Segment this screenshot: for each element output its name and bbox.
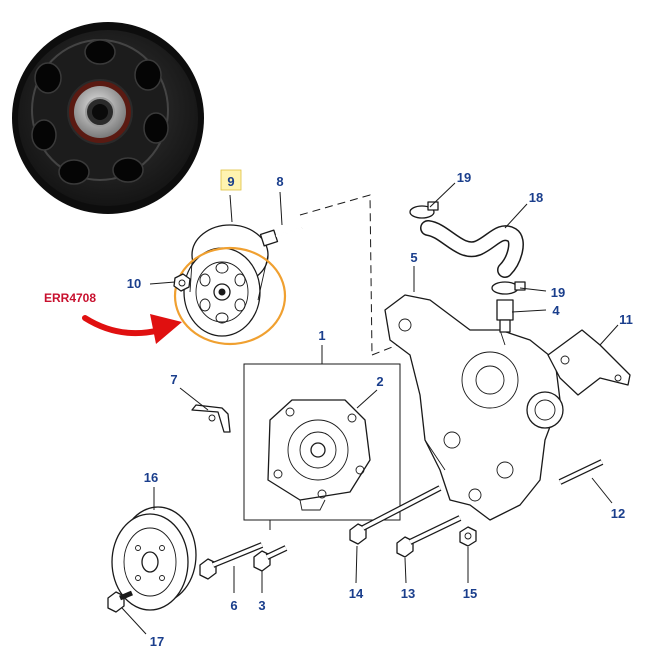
callout-11: 11 [619, 312, 633, 327]
callout-3: 3 [258, 598, 265, 613]
clamp-19-bottom [491, 281, 526, 295]
callout-1: 1 [318, 328, 325, 343]
idler-pulley-photo [12, 22, 204, 214]
callout-15: 15 [463, 586, 477, 601]
red-arrow [82, 314, 182, 344]
leader-lines [121, 182, 619, 635]
assembly-guide-lines [299, 194, 411, 356]
stud-12 [558, 459, 604, 485]
callout-16: 16 [144, 470, 158, 485]
callout-12: 12 [611, 506, 625, 521]
bolt-3 [253, 545, 288, 572]
water-pump-box [243, 363, 401, 530]
callout-18: 18 [529, 190, 543, 205]
bolt-17 [107, 590, 133, 613]
bolt-13 [396, 515, 462, 558]
callout-17: 17 [150, 634, 164, 649]
fitting-4 [496, 299, 514, 333]
callout-10: 10 [127, 276, 141, 291]
bolt-14 [349, 485, 442, 545]
crank-pulley-16 [111, 506, 197, 611]
callout-14: 14 [349, 586, 364, 601]
callout-9: 9 [227, 174, 234, 189]
bracket-7 [191, 404, 231, 433]
hose-18 [420, 220, 524, 278]
part-code-label: ERR4708 [44, 291, 96, 305]
callout-5: 5 [410, 250, 417, 265]
callout-8: 8 [276, 174, 283, 189]
callout-19-top: 19 [457, 170, 471, 185]
callout-7: 7 [170, 372, 177, 387]
nut-10 [173, 273, 191, 292]
bolt-6 [199, 542, 264, 580]
callout-4: 4 [552, 303, 560, 318]
callout-2: 2 [376, 374, 383, 389]
clamp-19-top [409, 201, 439, 219]
label-9-highlight [220, 169, 242, 191]
callout-19-bottom: 19 [551, 285, 565, 300]
callout-6: 6 [230, 598, 237, 613]
callout-13: 13 [401, 586, 415, 601]
bolt-8 [259, 227, 303, 247]
gasket-11 [547, 329, 631, 396]
nut-15 [459, 526, 477, 547]
idler-pulley-drawing [183, 224, 269, 337]
highlight-ring [173, 246, 287, 346]
front-cover-5 [384, 294, 564, 521]
